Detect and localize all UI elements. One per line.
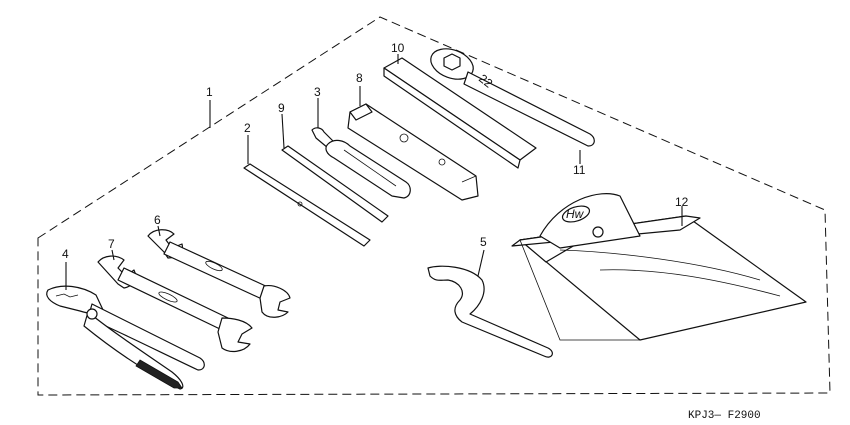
toolset-boundary [37,16,831,396]
callout-9: 9 [278,101,285,115]
callout-2: 2 [244,121,251,135]
callout-11: 11 [573,163,586,177]
callout-7: 7 [108,237,115,251]
box-socket-wrench [347,103,479,201]
screwdriver-handle [311,127,411,199]
leader-lines [65,54,683,290]
callout-5: 5 [480,235,487,249]
tool-pouch: Hw [511,193,807,341]
callout-8: 8 [356,71,363,85]
callout-12: 12 [675,195,689,209]
screwdriver-bit [281,145,389,223]
pouch-logo: Hw [566,207,585,221]
screwdriver-shaft [243,163,371,247]
open-end-wrench-lower [97,255,253,353]
callout-1: 1 [206,85,213,99]
callout-4: 4 [62,247,69,261]
callout-10: 10 [391,41,405,55]
open-end-wrench-upper [147,229,291,318]
extension-bar [383,57,537,169]
callout-6: 6 [154,213,161,227]
drawing-code: KPJ3— F2900 [688,410,761,422]
pliers [46,285,205,390]
callout-3: 3 [314,85,321,99]
ring-wrench: 22 [430,48,595,147]
hook-spanner [427,265,553,358]
